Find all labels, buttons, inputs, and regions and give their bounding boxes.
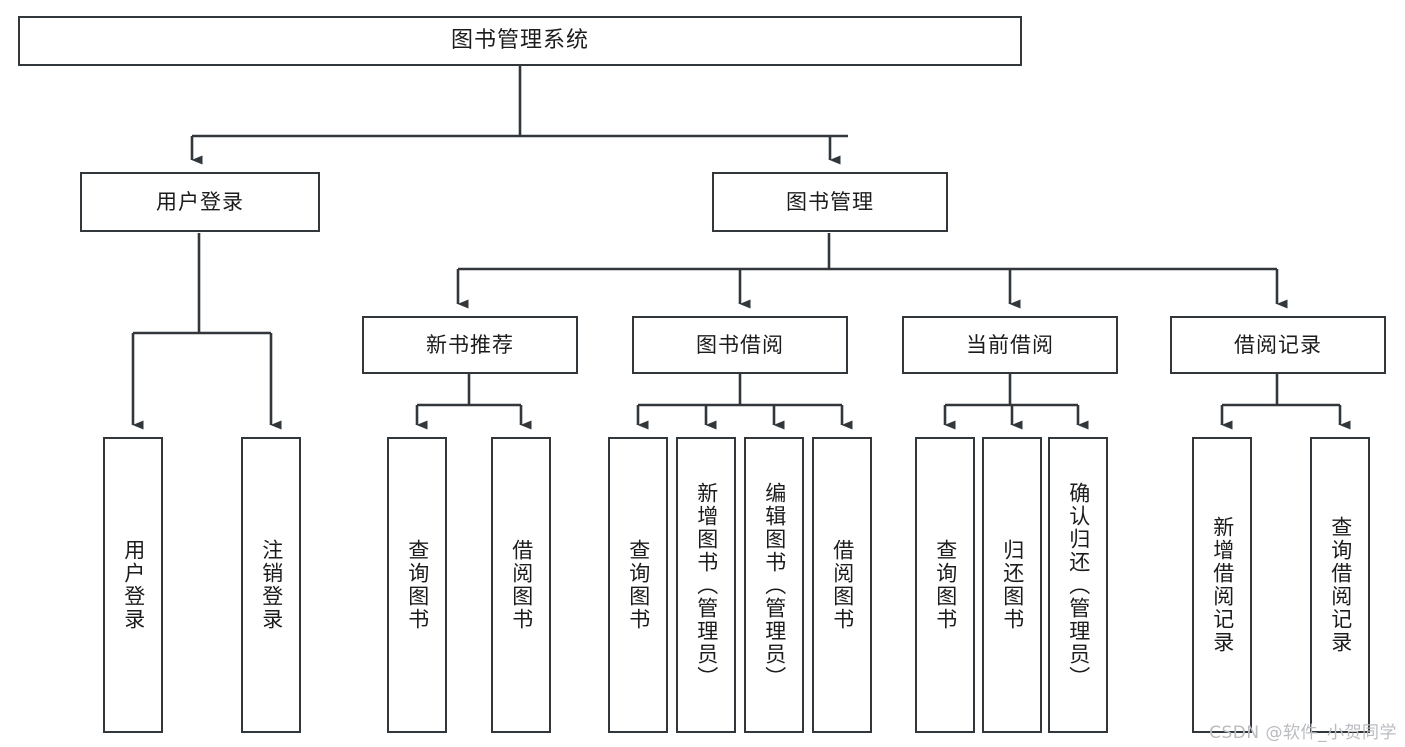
leaf-borrow-query-book[interactable]: 查询图书 bbox=[608, 437, 668, 733]
leaf-borrow-add-book[interactable]: 新增图书（管理员） bbox=[676, 437, 736, 733]
leaf-recommend-borrow-book[interactable]: 借阅图书 bbox=[491, 437, 551, 733]
leaf-borrow-edit-book[interactable]: 编辑图书（管理员） bbox=[744, 437, 804, 733]
node-root-system[interactable]: 图书管理系统 bbox=[18, 16, 1022, 66]
leaf-current-confirm-return[interactable]: 确认归还（管理员） bbox=[1048, 437, 1108, 733]
node-new-book-recommend[interactable]: 新书推荐 bbox=[362, 316, 578, 374]
leaf-borrow-borrow-book[interactable]: 借阅图书 bbox=[812, 437, 872, 733]
node-book-borrow[interactable]: 图书借阅 bbox=[632, 316, 848, 374]
node-borrow-record[interactable]: 借阅记录 bbox=[1170, 316, 1386, 374]
node-user-login[interactable]: 用户登录 bbox=[80, 172, 320, 232]
leaf-user-login-login[interactable]: 用户登录 bbox=[103, 437, 163, 733]
leaf-record-query-record[interactable]: 查询借阅记录 bbox=[1310, 437, 1370, 733]
leaf-user-login-logout[interactable]: 注销登录 bbox=[241, 437, 301, 733]
csdn-watermark: CSDN @软件_小贺同学 bbox=[1209, 723, 1397, 743]
leaf-current-return-book[interactable]: 归还图书 bbox=[982, 437, 1042, 733]
leaf-record-add-record[interactable]: 新增借阅记录 bbox=[1192, 437, 1252, 733]
leaf-current-query-book[interactable]: 查询图书 bbox=[915, 437, 975, 733]
node-current-borrow[interactable]: 当前借阅 bbox=[902, 316, 1118, 374]
node-book-management[interactable]: 图书管理 bbox=[712, 172, 948, 232]
leaf-recommend-query-book[interactable]: 查询图书 bbox=[387, 437, 447, 733]
